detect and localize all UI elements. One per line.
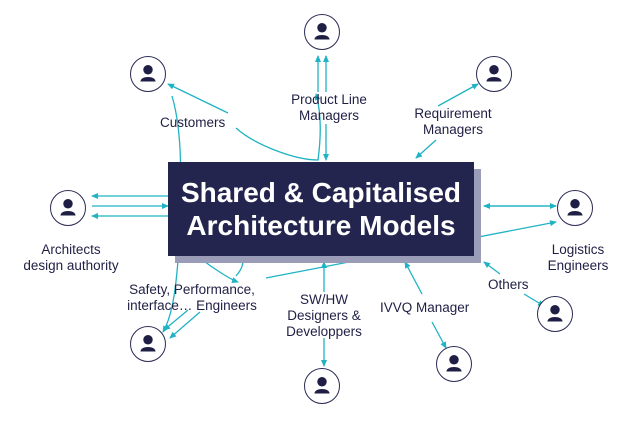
link-safety-loop [225,255,244,277]
label-safety-engineers: Safety, Performance, interface… Engineer… [127,282,257,313]
link-requirement-box [415,139,437,159]
person-icon [557,190,593,226]
link-safety-icon-1 [163,309,189,331]
label-designers: SW/HW Designers & Developpers [286,292,362,339]
link-customers-box [235,93,321,161]
link-safety-box [199,257,239,283]
person-icon [130,56,166,92]
label-logistics-engineers: Logistics Engineers [547,242,609,273]
link-customers-icon [167,83,229,114]
link-ivvq-box [404,261,423,295]
person-icon [436,346,472,382]
person-icon [304,14,340,50]
person-icon [50,190,86,226]
label-requirement-managers: Requirement Managers [414,106,492,137]
link-requirement-icon [437,83,479,107]
link-ivvq-icon [431,321,447,349]
person-icon [130,326,166,362]
label-customers: Customers [160,115,226,130]
person-icon [537,296,573,332]
link-safety-icon-2 [169,311,201,339]
person-icon [476,56,512,92]
label-product-line-managers: Product Line Managers [291,92,367,123]
link-others-box [483,261,501,275]
center-title-line1: Shared & Capitalised [180,177,462,208]
center-title-line2: Architecture Models [186,210,456,241]
label-others: Others [488,277,529,292]
label-architects: Architects design authority [23,242,119,273]
center-model-box: Shared & Capitalised Architecture Models [168,162,474,256]
label-ivvq-manager: IVVQ Manager [380,300,470,315]
person-icon [304,368,340,404]
